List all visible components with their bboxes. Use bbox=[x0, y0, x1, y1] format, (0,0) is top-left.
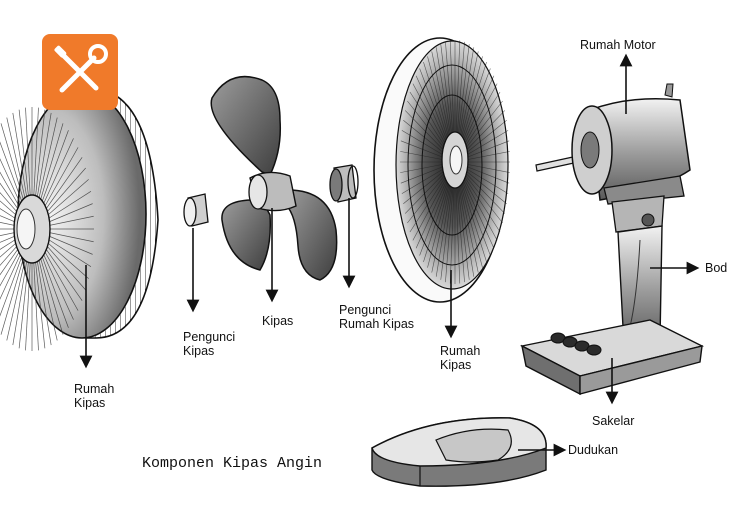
front-grill bbox=[373, 37, 510, 303]
housing-lock-ring bbox=[329, 164, 359, 203]
leader-arrows bbox=[79, 53, 700, 457]
label-sakelar: Sakelar bbox=[592, 414, 635, 428]
motor-housing bbox=[535, 83, 691, 205]
switch-base bbox=[519, 319, 705, 396]
label-rumah-motor: Rumah Motor bbox=[580, 38, 656, 52]
fan-blade bbox=[210, 75, 338, 281]
diagram-caption: Komponen Kipas Angin bbox=[142, 455, 323, 472]
label-kipas: Kipas bbox=[262, 314, 294, 328]
label-body: Bod bbox=[705, 261, 728, 275]
body-stand bbox=[611, 195, 665, 347]
label-dudukan: Dudukan bbox=[568, 443, 619, 457]
tools-badge[interactable] bbox=[42, 34, 118, 110]
blade-lock-cap bbox=[183, 193, 209, 227]
back-housing bbox=[0, 88, 159, 351]
tools-icon bbox=[42, 34, 118, 110]
bottom-stand bbox=[371, 417, 547, 487]
